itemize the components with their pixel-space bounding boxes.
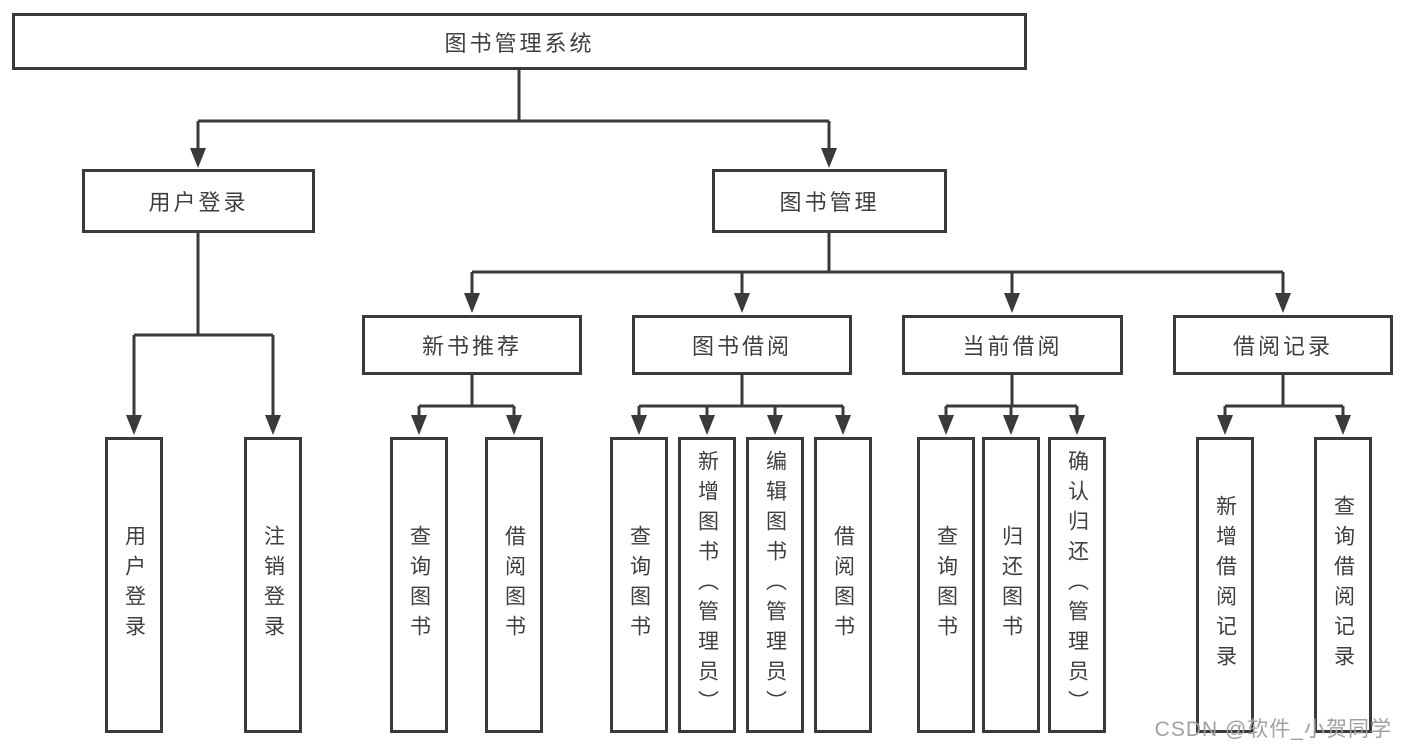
connector-new-book-recommend [417, 375, 516, 417]
arrow-down-icon [1217, 415, 1233, 435]
node-library-management-system: 图书管理系统 [12, 13, 1027, 70]
arrow-down-icon [938, 415, 954, 435]
node-current-borrowing: 当前借阅 [902, 315, 1123, 375]
node-current-return-books: 归还图书 [982, 437, 1040, 733]
arrow-down-icon [265, 415, 281, 435]
arrow-down-icon [464, 293, 480, 313]
node-rec-query-books: 查询图书 [390, 437, 448, 733]
csdn-watermark: CSDN @软件_小贺同学 [1154, 718, 1392, 741]
arrow-down-icon [126, 415, 142, 435]
arrow-down-icon [835, 415, 851, 435]
arrow-down-icon [1004, 293, 1020, 313]
arrow-down-icon [1335, 415, 1351, 435]
node-borrowing-records: 借阅记录 [1173, 315, 1393, 375]
connector-book-management-to-level3 [470, 232, 1285, 295]
arrowheads-current-borrowing [938, 415, 1085, 435]
arrowheads-book-borrowing [631, 415, 851, 435]
node-rec-borrow-books: 借阅图书 [485, 437, 543, 733]
node-borrow-edit-books-admin: 编辑图书（管理员） [746, 437, 804, 733]
arrow-down-icon [1069, 415, 1085, 435]
arrow-down-icon [699, 415, 715, 435]
arrow-down-icon [1003, 415, 1019, 435]
connector-current-borrowing [944, 375, 1079, 417]
arrowheads-borrowing-records [1217, 415, 1351, 435]
node-current-query-books: 查询图书 [917, 437, 975, 733]
node-user-login-branch: 用户登录 [82, 169, 315, 233]
node-records-add-record: 新增借阅记录 [1196, 437, 1254, 733]
arrow-down-icon [506, 415, 522, 435]
node-borrow-query-books: 查询图书 [610, 437, 668, 733]
connector-book-borrowing [637, 375, 845, 417]
arrowheads-level3 [464, 293, 1291, 313]
arrow-down-icon [631, 415, 647, 435]
node-logout-leaf: 注销登录 [244, 437, 302, 733]
arrowheads-root-to-level2 [190, 148, 837, 168]
node-book-management-branch: 图书管理 [712, 169, 947, 233]
node-records-query-record: 查询借阅记录 [1314, 437, 1372, 733]
node-borrow-borrow-books: 借阅图书 [814, 437, 872, 733]
connector-root-to-level2 [196, 70, 831, 150]
arrowheads-new-book-recommend [411, 415, 522, 435]
arrow-down-icon [190, 148, 206, 168]
arrow-down-icon [1275, 293, 1291, 313]
arrow-down-icon [734, 293, 750, 313]
arrow-down-icon [767, 415, 783, 435]
node-book-borrowing: 图书借阅 [632, 315, 852, 375]
node-borrow-add-books-admin: 新增图书（管理员） [678, 437, 736, 733]
arrow-down-icon [411, 415, 427, 435]
connector-borrowing-records [1223, 375, 1345, 417]
node-current-confirm-return-admin: 确认归还（管理员） [1048, 437, 1106, 733]
arrowheads-user-login [126, 415, 281, 435]
node-new-book-recommend: 新书推荐 [362, 315, 582, 375]
connector-user-login-to-leaves [132, 233, 275, 417]
arrow-down-icon [821, 148, 837, 168]
node-user-login-leaf: 用户登录 [105, 437, 163, 733]
